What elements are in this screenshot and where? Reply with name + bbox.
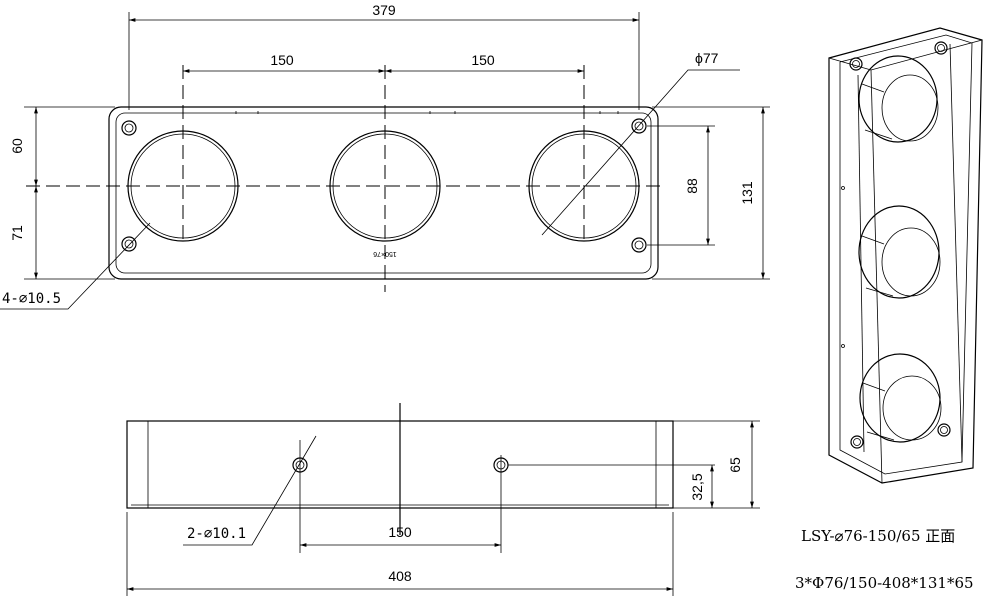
dim-side-height-label: 65	[727, 457, 743, 473]
side-view: 2-⌀10.1 150 408 65 32,5	[126, 403, 760, 596]
dim-spacing-right-label: 150	[471, 52, 495, 68]
mount-hole-bl	[121, 236, 137, 252]
dim-hole-pitch-v-label: 88	[684, 178, 700, 194]
dim-upper-height-label: 60	[9, 138, 25, 154]
dim-hole-spacing-label: 150	[388, 524, 412, 540]
dim-lower-height-label: 71	[9, 225, 25, 241]
dim-hole-dia-label: ϕ77	[695, 50, 719, 66]
dim-side-holes-label: 2-⌀10.1	[187, 526, 246, 542]
mount-hole-br	[631, 237, 647, 253]
iso-corner-hole-bl	[850, 435, 864, 449]
model-caption: LSY-⌀76-150/65 正面	[801, 527, 955, 545]
iso-corner-hole-tl	[849, 57, 863, 71]
dim-hole-height-label: 32,5	[689, 473, 705, 500]
iso-tube-top	[858, 55, 939, 143]
iso-inner-right-wall	[949, 43, 963, 463]
iso-corner-hole-tr	[934, 41, 948, 55]
dim-spacing-left-label: 150	[270, 52, 294, 68]
dim-mount-holes-label: 4-⌀10.5	[2, 291, 61, 307]
top-view: 150×76 379 150 150 ϕ77 60 71 4-⌀10.5 88 …	[0, 2, 770, 310]
dim-total-height-label: 131	[739, 181, 755, 205]
plate-outline	[108, 106, 659, 280]
mount-hole-tl	[121, 120, 137, 136]
dim-total-width-label: 379	[372, 2, 396, 18]
leader-side-holes	[183, 435, 317, 546]
iso-inner-left-wall	[857, 74, 865, 453]
inner-size-label: 150×76	[373, 250, 397, 257]
edge-ticks	[235, 111, 619, 114]
iso-inner-rim	[839, 34, 973, 475]
mount-hole-tr	[631, 118, 647, 134]
iso-box-outline	[828, 27, 983, 484]
leader-hole-dia	[541, 69, 740, 236]
iso-side-marker-1	[841, 186, 845, 190]
spec-caption: 3*Φ76/150-408*131*65	[795, 574, 974, 592]
iso-side-marker-2	[841, 344, 845, 348]
iso-tube-middle	[858, 205, 941, 299]
iso-front-left-edge	[870, 69, 883, 484]
isometric-view	[828, 27, 983, 484]
iso-tube-bottom	[859, 353, 942, 443]
dim-side-total-width-label: 408	[388, 568, 412, 584]
plate-inner-outline	[115, 112, 652, 274]
leader-mount-holes	[0, 222, 151, 310]
iso-corner-hole-br	[937, 423, 951, 437]
iso-top-edge	[828, 39, 983, 71]
